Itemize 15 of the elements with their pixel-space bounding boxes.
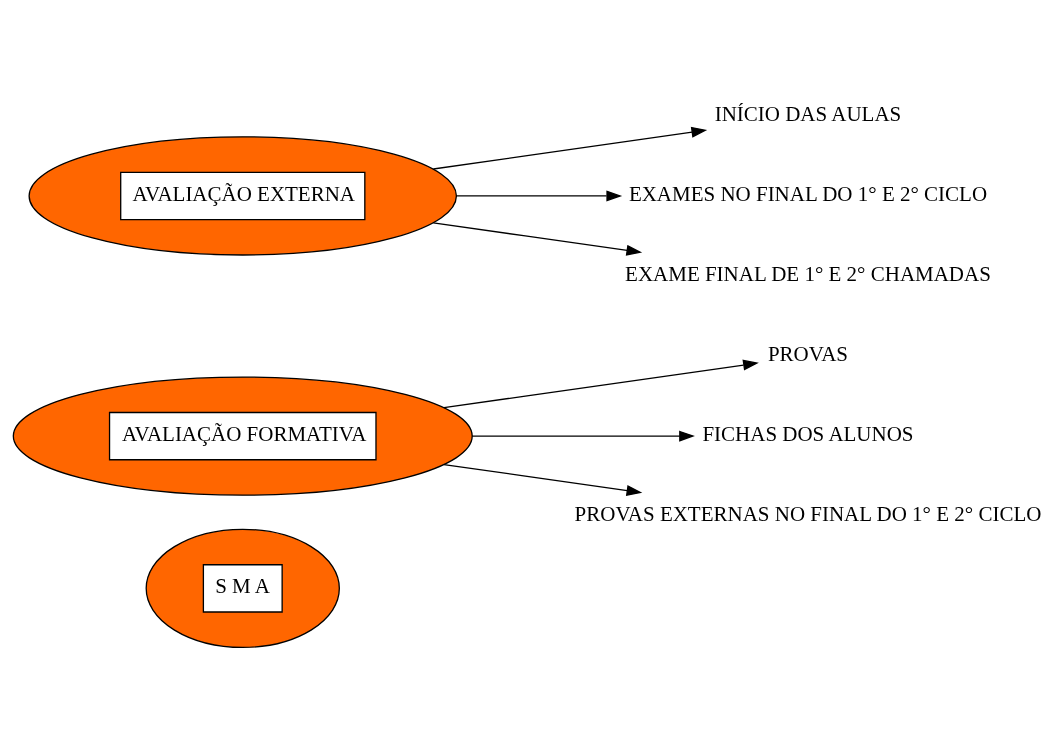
- arrow: [443, 463, 643, 497]
- arrow: [471, 430, 695, 442]
- node-ellipse: AVALIAÇÃO EXTERNA: [28, 136, 458, 256]
- arrow: [432, 222, 643, 256]
- node-text: EXAMES NO FINAL DO 1° E 2° CICLO: [628, 181, 988, 206]
- node-ellipse: S M A: [145, 528, 340, 649]
- node-text: EXAME FINAL DE 1° E 2° CHAMADAS: [625, 261, 991, 286]
- arrow: [432, 126, 708, 170]
- node-text: INÍCIO DAS AULAS: [714, 101, 902, 126]
- arrow: [455, 190, 623, 202]
- node-text: PROVAS: [767, 342, 849, 367]
- arrow: [443, 359, 759, 409]
- node-text: FICHAS DOS ALUNOS: [702, 422, 914, 447]
- node-text: PROVAS EXTERNAS NO FINAL DO 1° E 2° CICLO: [574, 502, 1042, 527]
- node-ellipse: AVALIAÇÃO FORMATIVA: [12, 376, 473, 496]
